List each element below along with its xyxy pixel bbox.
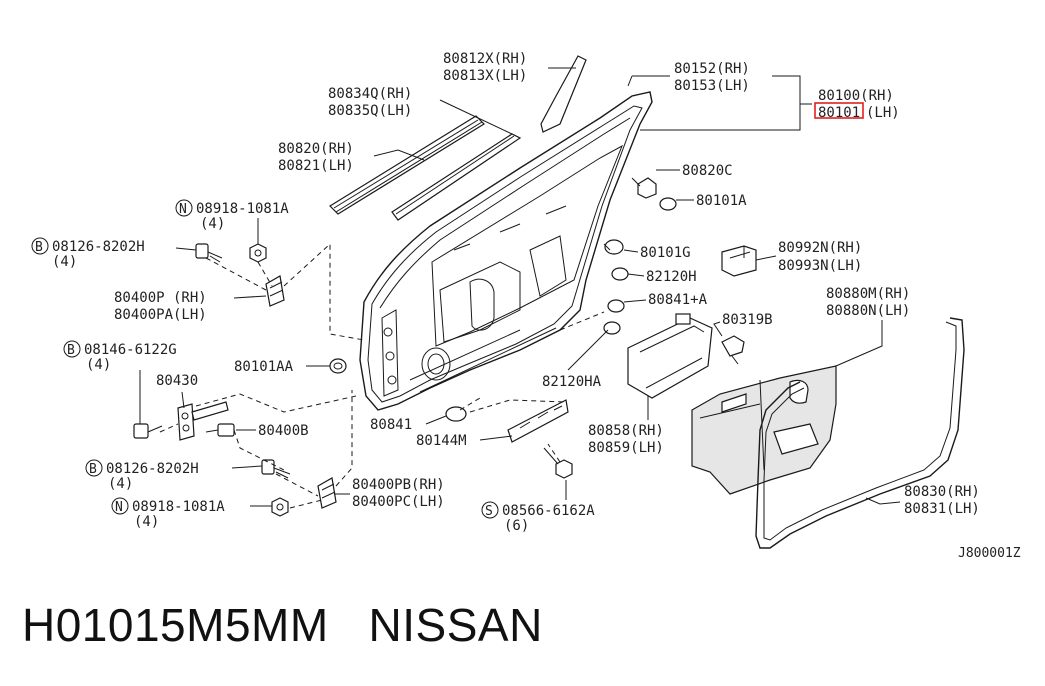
door-trim-80880m xyxy=(691,365,837,495)
label-80400pa: 80400PA(LH) xyxy=(114,307,207,323)
bolt-08146 xyxy=(133,423,163,439)
label-80812x: 80812X(RH) xyxy=(443,51,527,67)
label-80834q: 80834Q(RH) xyxy=(328,86,412,102)
weatherstrip-80834q xyxy=(391,133,522,221)
label-08918-upper-qty: (4) xyxy=(200,216,225,232)
nut-08918-upper xyxy=(249,243,267,263)
symbol-n-upper: N xyxy=(175,199,193,217)
assembly-dashed-lines xyxy=(159,242,605,509)
bracket-80144m xyxy=(507,399,569,443)
brand-name: NISSAN xyxy=(368,599,543,651)
door-shell-80100 xyxy=(359,91,653,411)
plug-80841 xyxy=(445,406,467,422)
moulding-80820 xyxy=(329,115,485,215)
nut-08918-lower xyxy=(271,497,289,517)
label-80820: 80820(RH) xyxy=(278,141,354,157)
svg-text:N: N xyxy=(179,202,187,217)
label-80992n: 80992N(RH) xyxy=(778,240,862,256)
clip-80319b xyxy=(721,335,745,365)
label-08146: 08146-6122G xyxy=(84,342,177,358)
label-08126-lower-qty: (4) xyxy=(108,476,133,492)
label-80400pb: 80400PB(RH) xyxy=(352,477,445,493)
screw-08566 xyxy=(543,447,573,479)
label-08126-lower: 08126-8202H xyxy=(106,461,199,477)
label-80859: 80859(LH) xyxy=(588,440,664,456)
label-80100: 80100(RH) xyxy=(818,88,894,104)
label-80830: 80830(RH) xyxy=(904,484,980,500)
label-80152: 80152(RH) xyxy=(674,61,750,77)
label-80993n: 80993N(LH) xyxy=(778,258,862,274)
bracket-80992n xyxy=(721,245,757,277)
label-80813x: 80813X(LH) xyxy=(443,68,527,84)
svg-text:S: S xyxy=(485,504,493,519)
reference-code: J800001Z xyxy=(958,546,1021,561)
clip-80820c xyxy=(631,177,657,199)
symbol-s: S xyxy=(481,501,499,519)
pin-80400b xyxy=(205,423,235,437)
label-80101: 80101 xyxy=(818,105,860,121)
label-08918-lower-qty: (4) xyxy=(134,514,159,530)
label-80319b: 80319B xyxy=(722,312,773,328)
svg-text:B: B xyxy=(35,240,43,255)
part-number: H01015M5MM xyxy=(22,599,329,651)
symbol-b-middle: B xyxy=(63,340,81,358)
label-80858: 80858(RH) xyxy=(588,423,664,439)
label-80144m: 80144M xyxy=(416,433,467,449)
label-80400b: 80400B xyxy=(258,423,309,439)
svg-text:B: B xyxy=(67,343,75,358)
label-80400p: 80400P (RH) xyxy=(114,290,207,306)
label-82120ha: 82120HA xyxy=(542,374,602,390)
label-80831: 80831(LH) xyxy=(904,501,980,517)
weatherstrip-80830 xyxy=(755,317,965,549)
label-80101g: 80101G xyxy=(640,245,691,261)
label-80880n: 80880N(LH) xyxy=(826,303,910,319)
label-08918-upper: 08918-1081A xyxy=(196,201,289,217)
svg-text:B: B xyxy=(89,462,97,477)
upper-hinge-80400p xyxy=(265,275,285,307)
grommet-80101aa xyxy=(329,358,347,374)
label-80880m: 80880M(RH) xyxy=(826,286,910,302)
svg-text:N: N xyxy=(115,500,123,515)
symbol-b-upper: B xyxy=(31,237,49,255)
plug-80101a xyxy=(659,197,677,211)
label-08566: 08566-6162A xyxy=(502,503,595,519)
bolt-08126-lower xyxy=(261,459,291,479)
label-08566-qty: (6) xyxy=(504,518,529,534)
label-80400pc: 80400PC(LH) xyxy=(352,494,445,510)
label-80430: 80430 xyxy=(156,373,198,389)
label-08918-lower: 08918-1081A xyxy=(132,499,225,515)
label-80841: 80841 xyxy=(370,417,412,433)
label-80101a: 80101A xyxy=(696,193,747,209)
label-80835q: 80835Q(LH) xyxy=(328,103,412,119)
plug-80101g xyxy=(603,239,624,255)
label-80820c: 80820C xyxy=(682,163,733,179)
caption: H01015M5MM NISSAN xyxy=(22,598,543,662)
plug-82120ha xyxy=(603,321,621,335)
label-80153: 80153(LH) xyxy=(674,78,750,94)
bolt-08126-upper xyxy=(195,243,223,263)
label-08126-upper: 08126-8202H xyxy=(52,239,145,255)
label-08146-qty: (4) xyxy=(86,357,111,373)
symbol-n-lower: N xyxy=(111,497,129,515)
label-80841a: 80841+A xyxy=(648,292,708,308)
highlight-box xyxy=(814,102,864,119)
parts-diagram: N B B B N S 80812X(RH) 80813X(LH) 80834Q… xyxy=(31,51,1021,561)
label-80101aa: 80101AA xyxy=(234,359,294,375)
plug-82120h xyxy=(611,267,629,281)
lower-hinge-80400pb xyxy=(317,477,337,509)
sash-trim-80812x xyxy=(540,55,587,133)
door-check-80430 xyxy=(177,401,229,441)
leader-lines xyxy=(139,67,901,507)
label-08126-upper-qty: (4) xyxy=(52,254,77,270)
plug-80841a xyxy=(607,299,625,313)
label-80821: 80821(LH) xyxy=(278,158,354,174)
label-80101-lh: (LH) xyxy=(866,105,900,121)
label-82120h: 82120H xyxy=(646,269,697,285)
symbol-b-lower: B xyxy=(85,459,103,477)
sealing-screen-80858 xyxy=(627,313,713,399)
